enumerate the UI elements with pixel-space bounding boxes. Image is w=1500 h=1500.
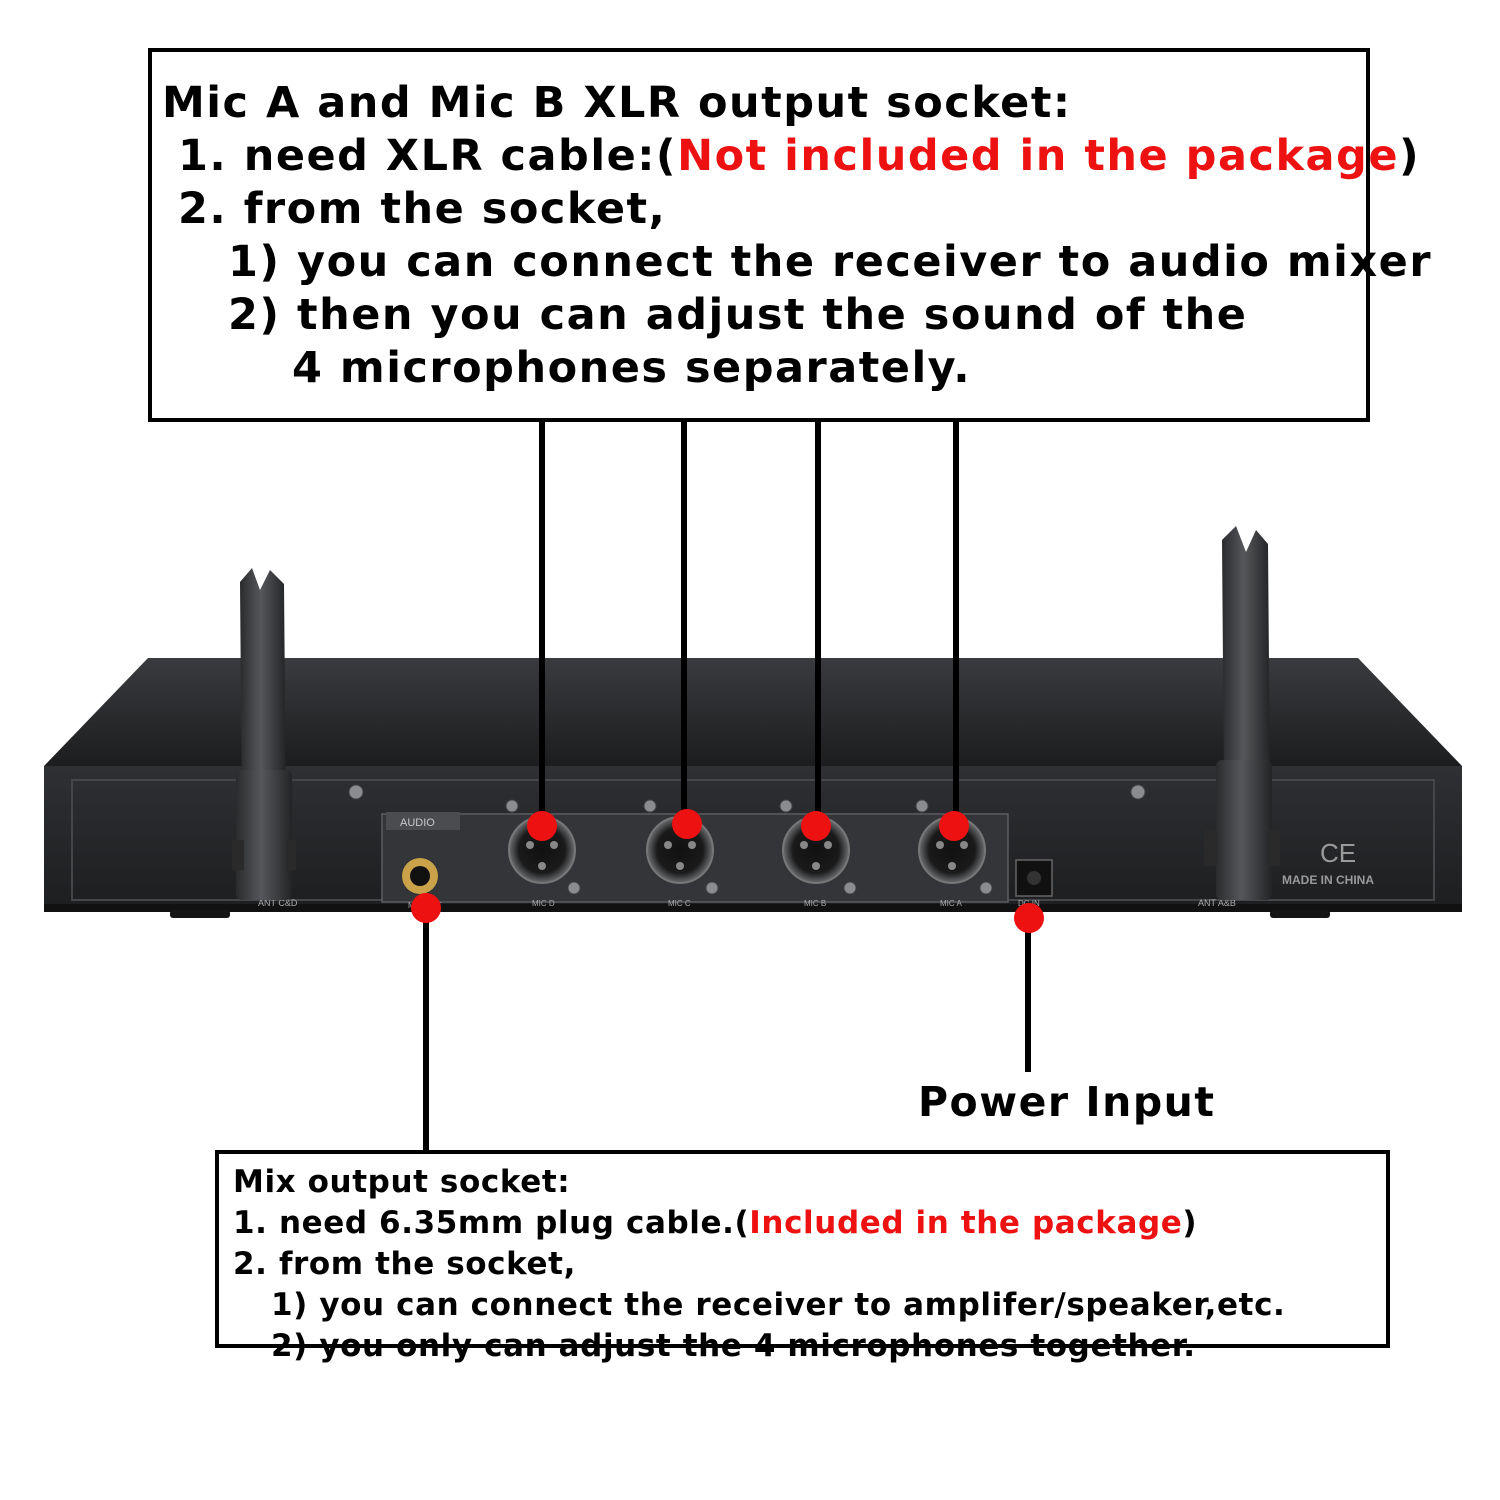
mix-callout-line-2: 2. from the socket, bbox=[233, 1246, 576, 1282]
xlr-socket-mic-c bbox=[646, 816, 714, 884]
xlr-callout-line-1-suffix: ) bbox=[1399, 131, 1421, 181]
xlr-callout-line-4: 2) then you can adjust the sound of the bbox=[228, 290, 1248, 340]
mic-b-label: MIC B bbox=[804, 899, 826, 908]
xlr-socket-mic-b bbox=[782, 816, 850, 884]
mix-callout-line-1-suffix: ) bbox=[1182, 1205, 1198, 1241]
antenna-right-icon bbox=[1204, 526, 1280, 900]
mix-callout-line-1-prefix: 1. need 6.35mm plug cable.( bbox=[233, 1205, 750, 1241]
dc-in-label: DC IN bbox=[1018, 899, 1040, 908]
xlr-callout-line-5: 4 microphones separately. bbox=[292, 343, 972, 393]
mic-c-label: MIC C bbox=[668, 899, 691, 908]
xlr-callout-title: Mic A and Mic B XLR output socket: bbox=[162, 78, 1072, 128]
antenna-left-icon bbox=[232, 568, 296, 900]
power-input-label: Power Input bbox=[918, 1078, 1216, 1126]
made-in-label: MADE IN CHINA bbox=[1282, 873, 1374, 887]
xlr-callout-line-2: 2. from the socket, bbox=[178, 184, 667, 234]
xlr-callout-line-1: 1. need XLR cable:(Not included in the p… bbox=[178, 131, 1420, 181]
mic-d-label: MIC D bbox=[532, 899, 555, 908]
ant-cd-label: ANT C&D bbox=[258, 898, 298, 908]
ant-ab-label: ANT A&B bbox=[1198, 898, 1236, 908]
xlr-socket-mic-a bbox=[918, 816, 986, 884]
mix-callout-line-4: 2) you only can adjust the 4 microphones… bbox=[271, 1328, 1196, 1364]
mix-callout-line-1: 1. need 6.35mm plug cable.(Included in t… bbox=[233, 1205, 1197, 1241]
dc-power-jack bbox=[1015, 859, 1053, 897]
xlr-callout-line-1-prefix: 1. need XLR cable:( bbox=[178, 131, 678, 181]
included-highlight: Included in the package bbox=[749, 1205, 1183, 1241]
xlr-output-callout: Mic A and Mic B XLR output socket: 1. ne… bbox=[148, 48, 1431, 422]
mix-out-label: MIX OUT bbox=[408, 901, 441, 910]
not-included-highlight: Not included in the package bbox=[677, 131, 1400, 181]
mix-callout-line-3: 1) you can connect the receiver to ampli… bbox=[271, 1287, 1286, 1323]
mix-output-callout: Mix output socket: 1. need 6.35mm plug c… bbox=[215, 1150, 1390, 1364]
screw-icon bbox=[348, 784, 1146, 895]
ce-mark: CE bbox=[1320, 838, 1356, 868]
mic-a-label: MIC A bbox=[940, 899, 962, 908]
receiver-top-surface bbox=[44, 658, 1462, 766]
audio-section-label: AUDIO bbox=[400, 817, 435, 829]
mix-out-jack bbox=[402, 858, 438, 894]
xlr-socket-mic-d bbox=[508, 816, 576, 884]
mix-callout-title: Mix output socket: bbox=[233, 1164, 571, 1200]
xlr-callout-line-3: 1) you can connect the receiver to audio… bbox=[228, 237, 1433, 287]
